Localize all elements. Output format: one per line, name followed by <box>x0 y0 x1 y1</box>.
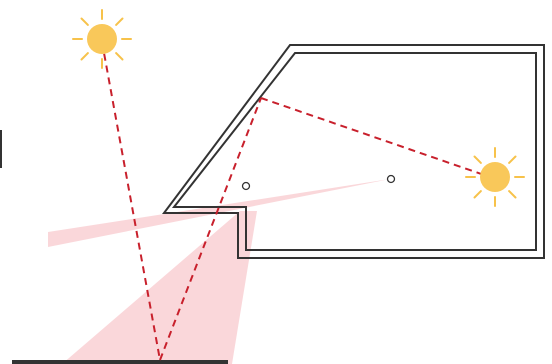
sun-core <box>87 24 117 54</box>
sun-ray <box>80 52 89 61</box>
beam-window-to-right-sun <box>260 97 491 178</box>
enclosure-outline-outer <box>162 44 545 259</box>
sun-ray <box>508 190 517 199</box>
sun-ray <box>115 52 124 61</box>
sun-ray <box>473 155 482 164</box>
sun-icon <box>465 147 525 207</box>
glare-wedge-downward <box>62 211 257 364</box>
edge-fragment <box>0 130 2 168</box>
sun-icon <box>72 9 132 69</box>
beam-left-sun-to-ground <box>101 41 161 361</box>
sun-ray <box>508 155 517 164</box>
sun-core <box>480 162 510 192</box>
sun-ray <box>473 190 482 199</box>
enclosure-outline-inner <box>171 52 537 251</box>
reference-point-right <box>386 174 396 184</box>
sun-ray <box>80 17 89 26</box>
reference-point-left <box>241 181 251 191</box>
sun-ray <box>115 17 124 26</box>
beam-ground-to-window <box>159 97 262 361</box>
ground-line <box>12 360 228 364</box>
